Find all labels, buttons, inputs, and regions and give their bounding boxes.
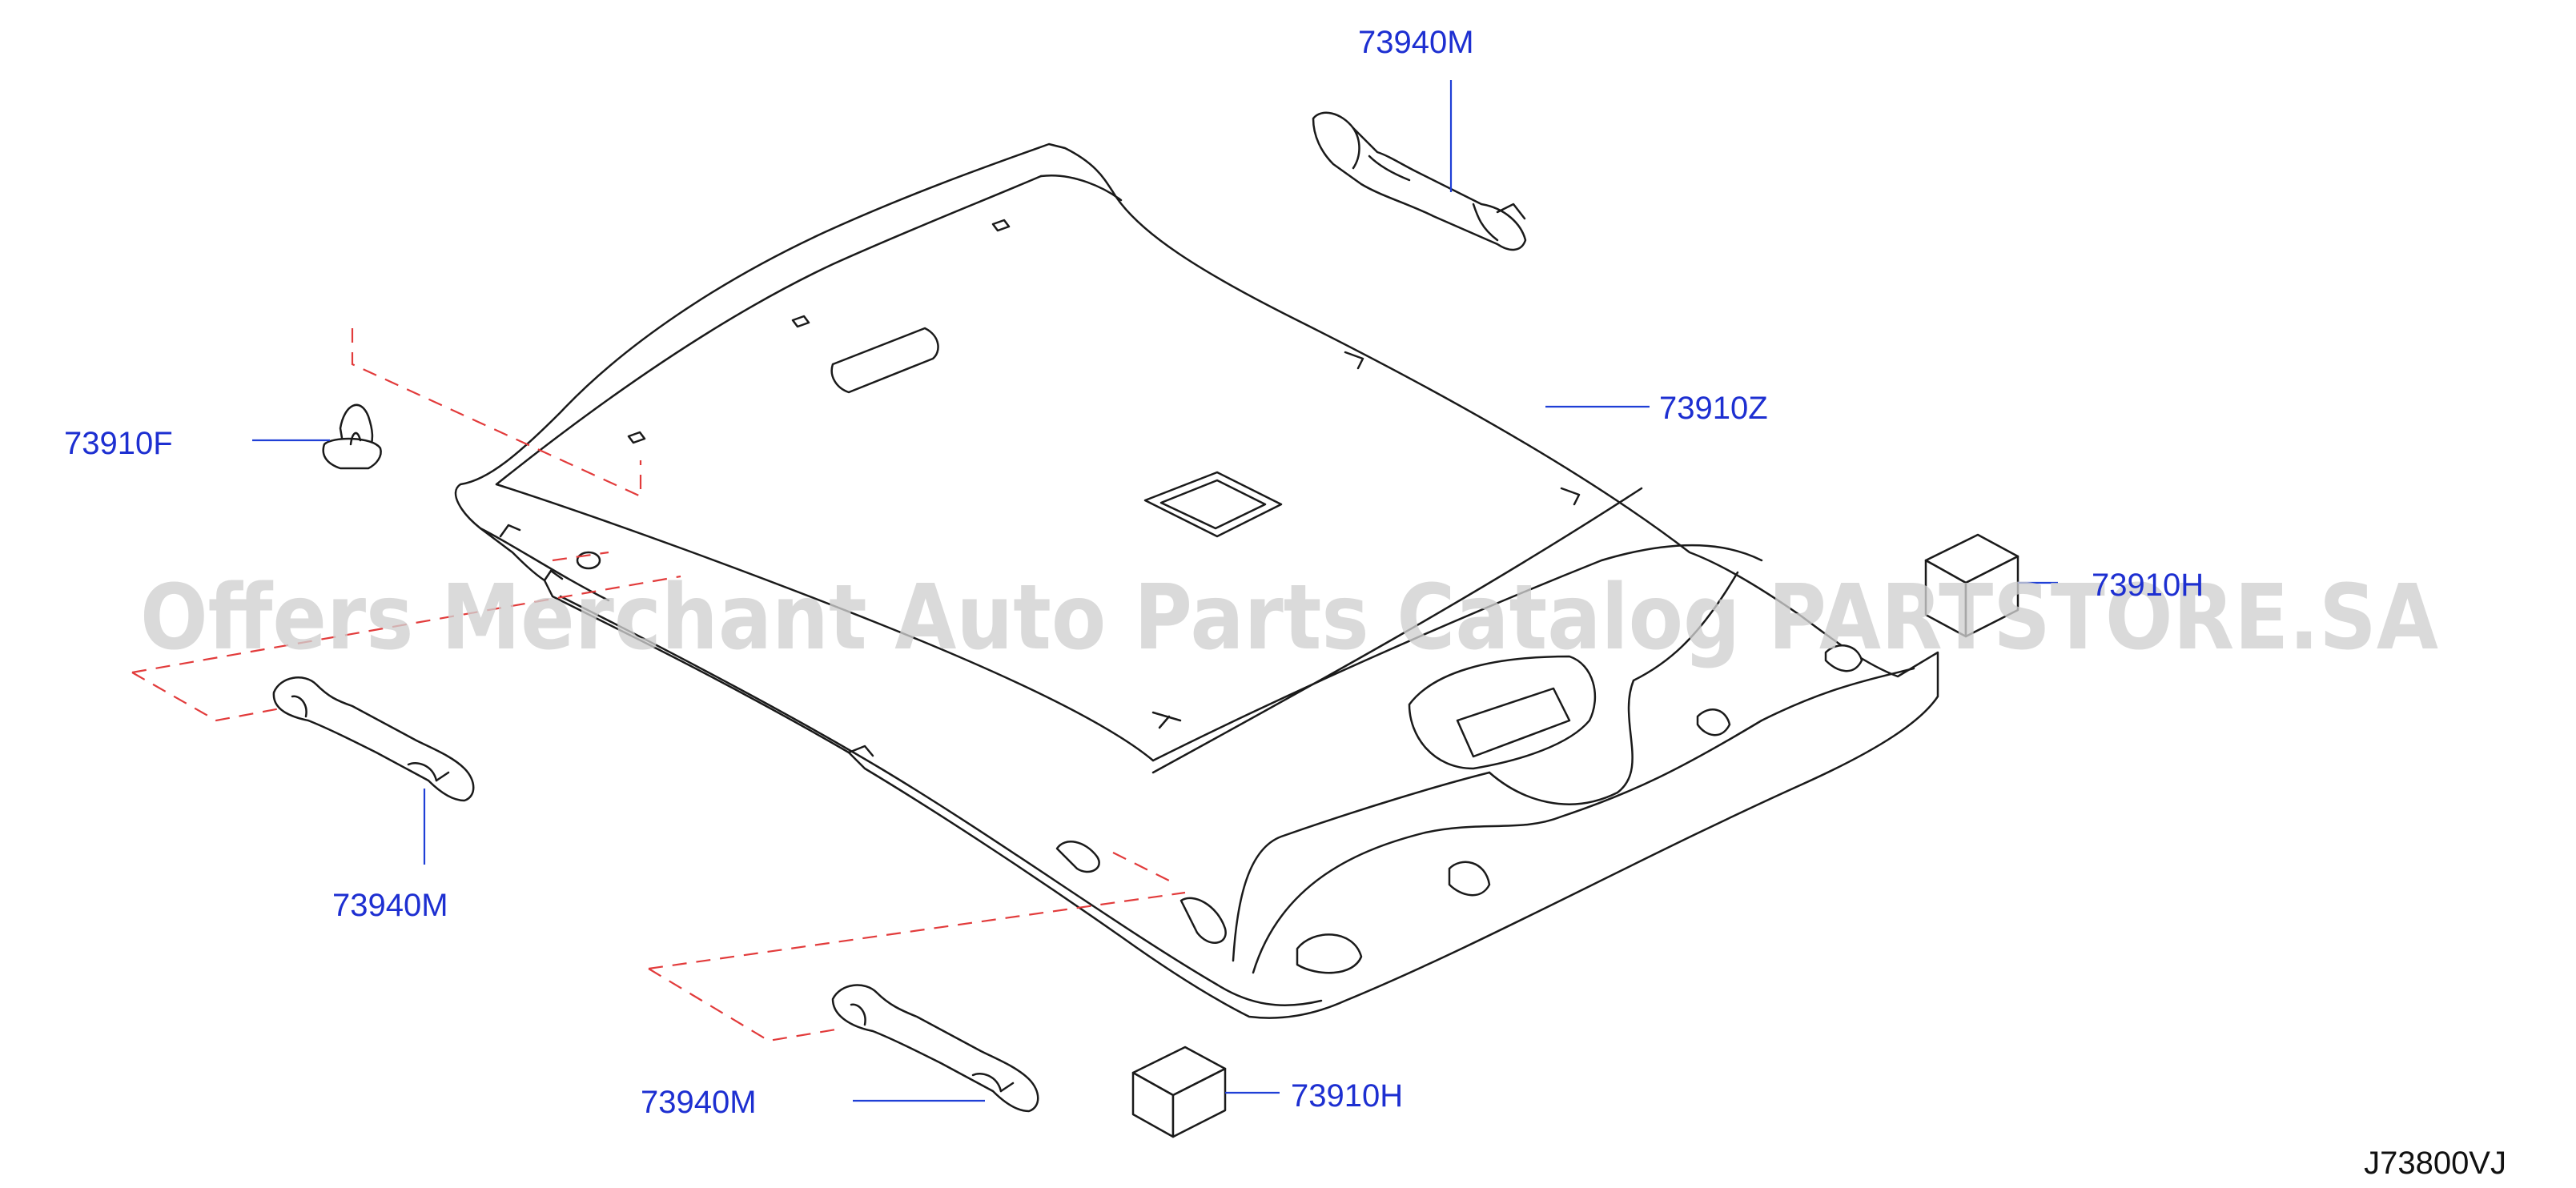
- diagram-code: J73800VJ: [2364, 1146, 2506, 1181]
- guide-bottom-grip: [648, 852, 1186, 1042]
- leader-lines: [252, 80, 2058, 1102]
- clip-part: [322, 403, 382, 470]
- callout-assist-grip-left[interactable]: 73940M: [332, 888, 448, 923]
- callout-clip[interactable]: 73910F: [64, 426, 173, 461]
- assist-grip-bottom: [831, 984, 1039, 1113]
- callout-headlining[interactable]: 73910Z: [1659, 391, 1768, 426]
- spacer-cube-right: [1924, 533, 2019, 638]
- assist-grip-left: [272, 676, 475, 802]
- guide-clip: [351, 328, 642, 498]
- dashed-guides: [131, 328, 1186, 1042]
- assist-grip-top: [1312, 111, 1527, 251]
- callout-assist-grip-bottom[interactable]: 73940M: [641, 1085, 757, 1120]
- watermark-text: Offers Merchant Auto Parts Catalog PARTS…: [140, 566, 2438, 670]
- callout-spacer-right[interactable]: 73910H: [2092, 568, 2204, 603]
- guide-left-grip: [131, 551, 681, 722]
- callout-assist-grip-top[interactable]: 73940M: [1358, 25, 1474, 60]
- spacer-cube-bottom: [1131, 1046, 1227, 1138]
- headlining-panel: [454, 142, 1939, 1019]
- callout-spacer-bottom[interactable]: 73910H: [1291, 1078, 1403, 1114]
